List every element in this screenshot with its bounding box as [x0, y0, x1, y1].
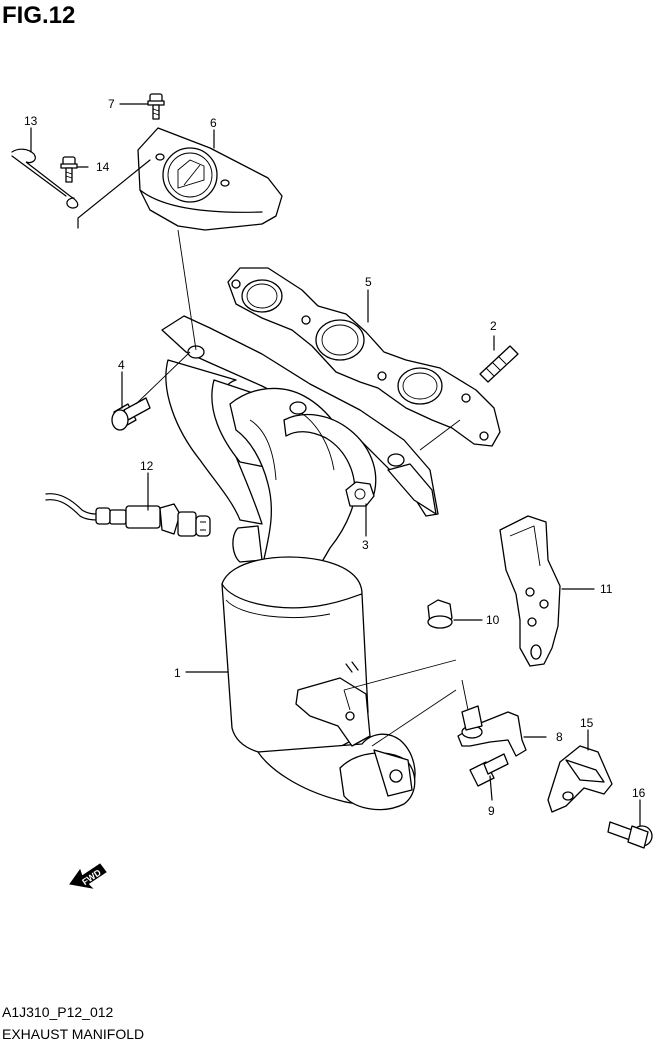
callout-9: 9 [488, 804, 495, 818]
diagram-title: EXHAUST MANIFOLD [2, 1026, 145, 1042]
part-oxygen-sensor [45, 493, 211, 537]
leader-lines [30, 103, 641, 827]
part-clip-13 [11, 148, 79, 209]
fwd-direction-marker: FWD [69, 863, 107, 889]
part-lower-cover [295, 661, 371, 747]
callout-15: 15 [580, 716, 594, 730]
part-bolt-14 [60, 156, 78, 183]
part-bolt-16 [607, 821, 653, 849]
callout-7: 7 [108, 97, 115, 111]
part-gasket-5 [227, 267, 501, 447]
callout-11: 11 [600, 582, 613, 596]
callout-3: 3 [362, 538, 369, 552]
callout-13: 13 [24, 114, 38, 128]
part-nut-3 [345, 481, 375, 507]
callout-10: 10 [486, 613, 500, 627]
callout-8: 8 [556, 730, 563, 744]
part-bolt-4 [111, 397, 151, 431]
callout-5: 5 [365, 275, 372, 289]
part-bolt-7 [147, 93, 165, 120]
callout-2: 2 [490, 319, 497, 333]
part-catalytic-converter [221, 556, 416, 811]
part-nut-10 [427, 599, 453, 629]
callout-4: 4 [118, 358, 125, 372]
callout-16: 16 [632, 786, 646, 800]
part-bracket-15 [547, 745, 613, 813]
callout-12: 12 [140, 459, 154, 473]
diagram-code: A1J310_P12_012 [2, 1004, 114, 1020]
part-bracket-8 [457, 705, 527, 757]
callout-6: 6 [210, 116, 217, 130]
figure-title: FIG.12 [2, 2, 76, 29]
part-stud-2 [479, 345, 519, 383]
callout-1: 1 [174, 666, 181, 680]
part-bolt-9 [469, 753, 509, 787]
callout-numbers: 1 2 3 4 5 6 7 8 9 10 11 12 13 14 15 16 [24, 97, 646, 818]
part-exhaust-manifold [161, 315, 439, 573]
part-heat-shield-upper [137, 127, 283, 231]
part-bracket-11 [499, 515, 561, 667]
callout-14: 14 [96, 160, 110, 174]
